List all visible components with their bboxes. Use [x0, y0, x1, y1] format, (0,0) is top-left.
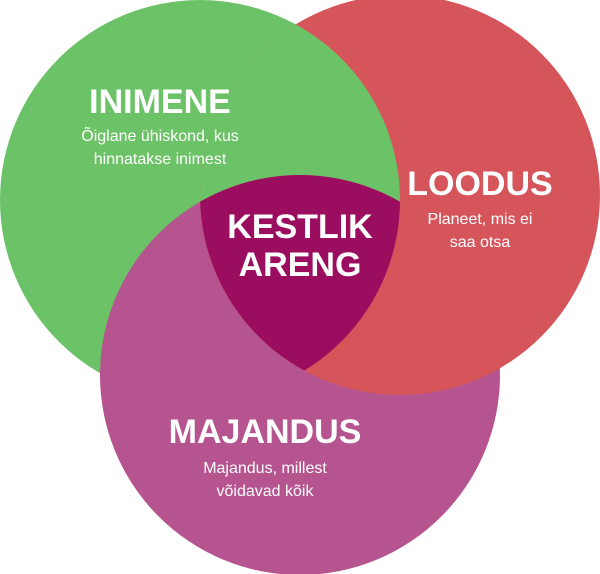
inimene-desc-1: Õiglane ühiskond, kus — [81, 128, 239, 145]
loodus-desc-2: saa otsa — [449, 234, 511, 251]
center-title-2: ARENG — [238, 246, 362, 284]
majandus-desc-2: võidavad kõik — [216, 483, 314, 500]
majandus-title: MAJANDUS — [168, 413, 362, 451]
majandus-desc-1: Majandus, millest — [203, 460, 327, 477]
loodus-title: LOODUS — [407, 165, 553, 203]
inimene-desc-2: hinnatakse inimest — [93, 151, 227, 168]
loodus-desc-1: Planeet, mis ei — [427, 211, 533, 228]
inimene-title: INIMENE — [89, 83, 231, 121]
center-title-1: KESTLIK — [227, 208, 373, 246]
